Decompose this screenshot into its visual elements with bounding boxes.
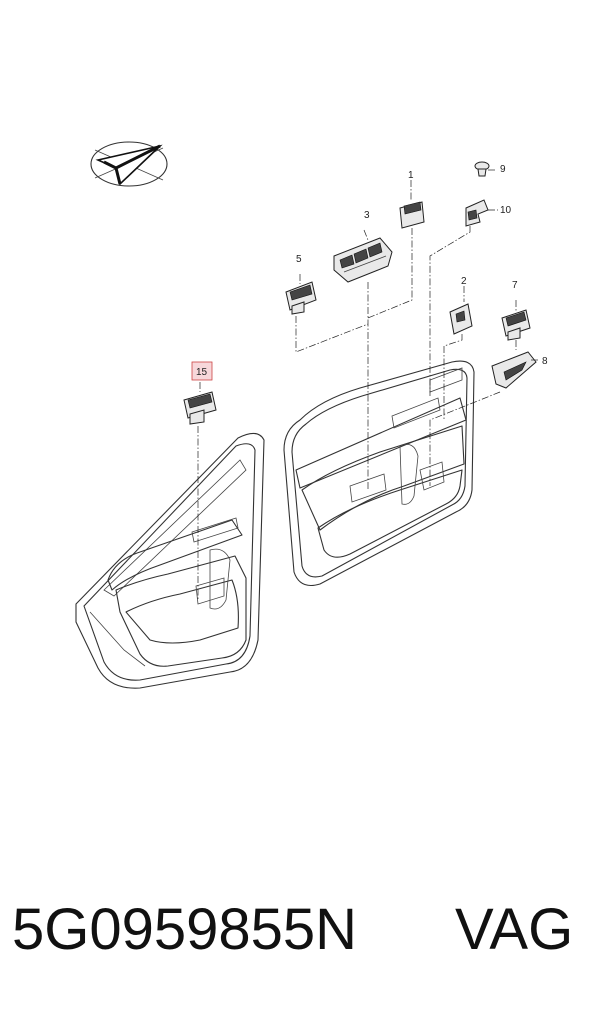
- part-switch-1: [399, 201, 425, 229]
- callout-7: 7: [512, 280, 518, 291]
- parts-diagram: 1 2 3 5 7 8 9 10 15: [75, 141, 548, 689]
- callout-5: 5: [296, 254, 302, 265]
- callout-3: 3: [364, 210, 370, 221]
- part-number: 5G0959855N: [12, 897, 358, 962]
- part-switch-5: [285, 281, 317, 315]
- callout-8: 8: [542, 356, 548, 367]
- callout-10: 10: [500, 205, 512, 216]
- part-window-switch-3: [333, 237, 393, 283]
- part-bracket-10: [465, 199, 489, 227]
- direction-arrow-icon: [90, 141, 168, 187]
- part-trim-8: [491, 351, 537, 389]
- callout-9: 9: [500, 164, 506, 175]
- rear-door-trim-panel: [75, 432, 265, 689]
- part-switch-7: [501, 309, 531, 341]
- part-switch-15: [183, 391, 217, 425]
- callout-2: 2: [461, 276, 467, 287]
- front-door-trim-panel: [283, 360, 475, 587]
- callout-15: 15: [196, 367, 208, 378]
- part-clip-9: [474, 161, 490, 177]
- brand-label: VAG: [455, 897, 574, 962]
- callout-1: 1: [408, 170, 414, 181]
- part-cover-2: [449, 303, 473, 335]
- callout-15-highlight: [191, 361, 213, 381]
- leader-lines: [197, 169, 538, 600]
- callouts: 1 2 3 5 7 8 9 10 15: [191, 164, 548, 381]
